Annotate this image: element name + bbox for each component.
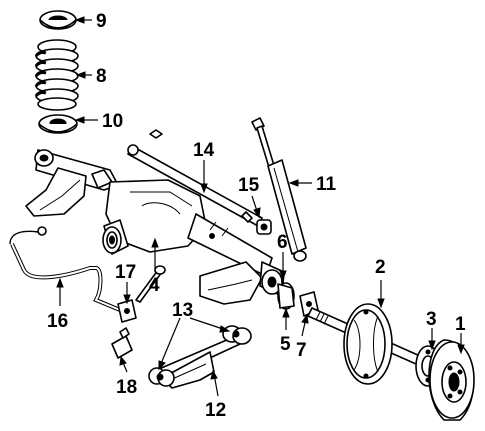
axle-housing: [25, 149, 285, 305]
callout-7: 7: [296, 340, 307, 361]
callout-11: 11: [316, 174, 337, 195]
callout-6: 6: [277, 232, 288, 253]
coil-spring: [34, 39, 79, 111]
callout-labels: 1 2 3 4 5 6 7 8 9 10 11 12 13 14 15 16 1…: [47, 11, 466, 421]
axle-bearing-and-seal: [277, 282, 295, 310]
callout-9: 9: [96, 11, 107, 32]
spring-upper-seat: [39, 10, 77, 30]
brake-backing-plate: [343, 303, 393, 385]
spring-lower-seat: [38, 114, 78, 134]
callout-17: 17: [115, 262, 136, 283]
callout-2: 2: [375, 257, 386, 278]
callout-13: 13: [172, 300, 193, 321]
callout-5: 5: [280, 334, 291, 355]
leader-lines: [56, 16, 465, 397]
callout-15: 15: [238, 175, 260, 196]
lateral-rod-bushing: [241, 211, 272, 235]
stabilizer-bushing: [117, 265, 166, 323]
callout-1: 1: [455, 314, 466, 335]
callout-18: 18: [116, 377, 137, 398]
callout-10: 10: [102, 111, 123, 132]
callout-16: 16: [47, 311, 68, 332]
callout-14: 14: [193, 140, 215, 161]
callout-8: 8: [96, 66, 107, 87]
stabilizer-bar: [9, 226, 121, 312]
callout-12: 12: [205, 400, 226, 421]
stabilizer-clip: [111, 327, 133, 359]
callout-4: 4: [149, 275, 160, 296]
brake-drum: [428, 339, 475, 421]
lower-control-arm: [148, 325, 252, 389]
callout-3: 3: [426, 309, 437, 330]
shock-absorber: [251, 117, 307, 262]
